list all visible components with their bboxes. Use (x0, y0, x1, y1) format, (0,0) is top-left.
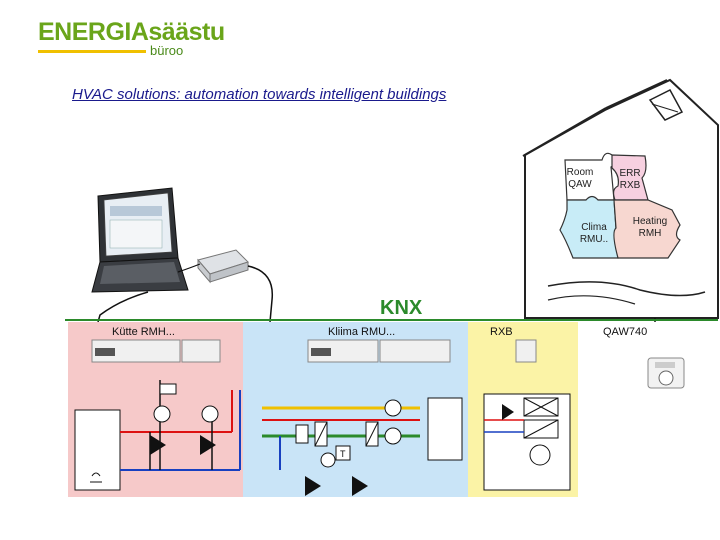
puzzle-diagram (559, 152, 681, 259)
pump-icon (153, 405, 171, 423)
valve-icon (352, 476, 368, 496)
puzzle-room-line2: QAW (568, 179, 592, 190)
puzzle-heating-line1: Heating (632, 216, 668, 227)
puzzle-err-line1: ERR (619, 168, 641, 179)
rxb-schematic (483, 393, 571, 491)
pump-icon (320, 452, 336, 468)
puzzle-heating (613, 199, 681, 259)
section-label-qaw740: QAW740 (603, 326, 648, 338)
puzzle-clima (559, 195, 619, 259)
fan-icon (384, 399, 402, 417)
puzzle-clima-line1: Clima (581, 222, 607, 233)
logo-underline (38, 50, 146, 53)
puzzle-clima-label: Clima RMU.. (572, 222, 616, 246)
valve-icon (502, 404, 514, 420)
sensor-label: T (340, 449, 346, 459)
puzzle-err-label: ERR RXB (610, 168, 650, 192)
fan-icon (529, 444, 551, 466)
qaw740-room-unit-icon (647, 357, 685, 389)
puzzle-err (611, 154, 649, 201)
valve-icon (150, 435, 166, 455)
clima-controller-icon (307, 339, 451, 363)
company-logo: ENERGIAsäästu (38, 18, 225, 46)
puzzle-heating-line2: RMH (638, 228, 662, 239)
section-label-heating: Kütte RMH... (112, 326, 175, 338)
puzzle-room-label: Room QAW (560, 167, 600, 191)
company-logo-sub: büroo (150, 43, 184, 58)
clima-schematic: T (262, 397, 463, 496)
puzzle-room-line1: Room (566, 167, 594, 178)
puzzle-err-line2: RXB (619, 180, 641, 191)
puzzle-clima-line2: RMU.. (579, 234, 609, 245)
page-title: HVAC solutions: automation towards intel… (72, 86, 447, 103)
valve-icon (305, 476, 321, 496)
laptop-icon (91, 187, 249, 293)
puzzle-heating-label: Heating RMH (626, 216, 674, 240)
valve-icon (200, 435, 216, 455)
bus-logo-text: KNX (380, 297, 423, 319)
pump-icon (201, 405, 219, 423)
section-label-clima: Kliima RMU... (328, 326, 396, 338)
sensor-box (335, 445, 351, 461)
section-label-rxb: RXB (490, 326, 513, 338)
heating-controller-icon (91, 339, 221, 363)
knx-logo-icon: KNX (380, 297, 423, 319)
fan-icon (384, 427, 402, 445)
house-outline-icon (522, 78, 719, 319)
rxb-controller-icon (515, 339, 537, 363)
heating-schematic (74, 380, 241, 491)
